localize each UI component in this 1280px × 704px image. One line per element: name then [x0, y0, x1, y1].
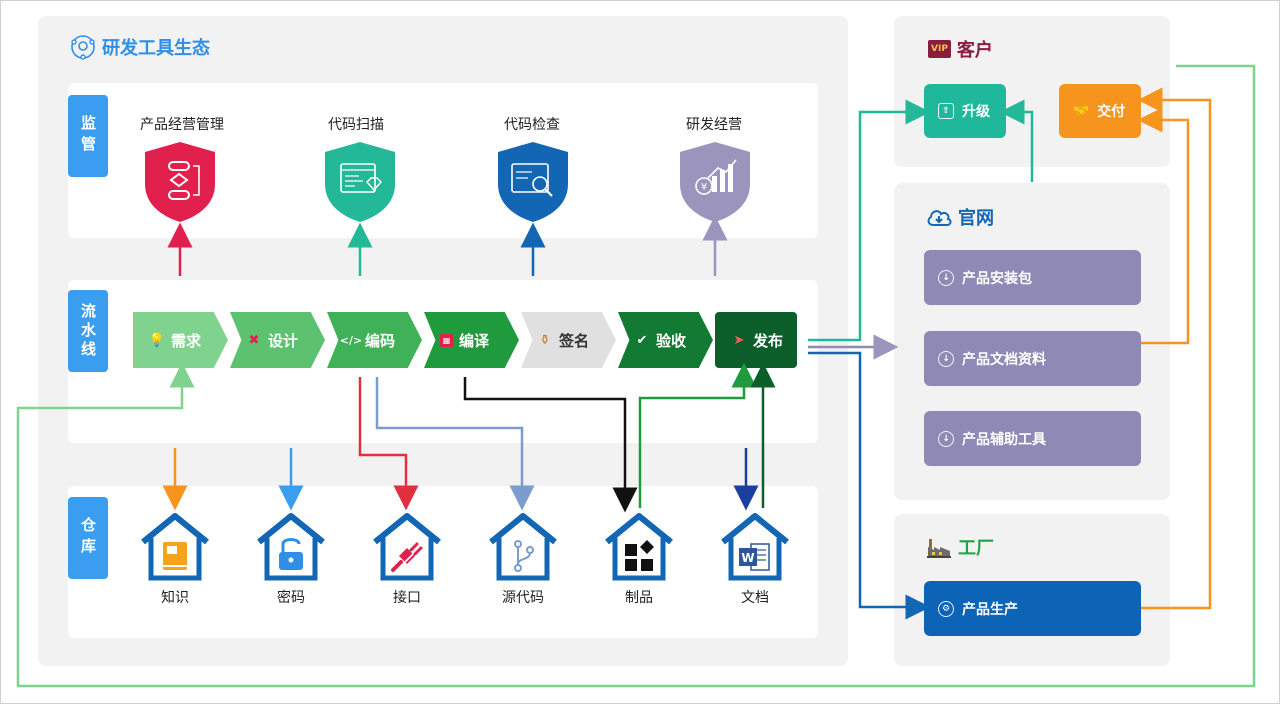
pipeline-step-coding[interactable]: </> 编码: [327, 312, 422, 368]
pipeline-step-requirement[interactable]: 💡 需求: [133, 312, 228, 368]
pipeline-label: 流水线: [68, 290, 108, 372]
compile-icon: ▦: [440, 333, 453, 347]
flowchart-icon[interactable]: [143, 140, 217, 224]
upgrade-label: 升级: [962, 104, 990, 120]
upgrade-icon: ⇧: [938, 103, 954, 119]
warehouse-label-knowledge: 知识: [161, 590, 189, 606]
lightbulb-icon: 💡: [148, 332, 166, 348]
svg-text:W: W: [741, 551, 754, 565]
supervision-label: 监管: [68, 95, 108, 177]
design-tools-icon: ✖: [248, 332, 260, 348]
aux-tools-label: 产品辅助工具: [962, 431, 1046, 448]
upgrade-button[interactable]: ⇧ 升级: [924, 84, 1006, 138]
download-icon: ↓: [938, 269, 954, 286]
shield-label-code-scan: 代码扫描: [328, 117, 384, 133]
shield-label-code-inspect: 代码检查: [504, 117, 560, 133]
warehouse-label-artifact: 制品: [625, 590, 653, 606]
pipeline-step-label: 编码: [365, 331, 396, 350]
warehouse-label-source-code: 源代码: [502, 590, 544, 606]
svg-text:¥: ¥: [701, 182, 707, 193]
warehouse-label-password: 密码: [277, 590, 305, 606]
installer-package-button[interactable]: ↓ 产品安装包: [924, 250, 1141, 305]
pipeline-step-label: 设计: [268, 331, 299, 350]
code-brackets-icon: </>: [339, 333, 363, 347]
website-title: 官网: [926, 204, 994, 230]
pipeline-step-compile[interactable]: ▦ 编译: [424, 312, 519, 368]
word-icon[interactable]: W: [717, 510, 793, 582]
download-icon: ↓: [938, 430, 954, 447]
pipeline-step-design[interactable]: ✖ 设计: [230, 312, 325, 368]
blocks-icon[interactable]: [601, 510, 677, 582]
pipeline-step-label: 编译: [459, 331, 490, 350]
cycle-gear-icon: ⚙: [938, 600, 954, 617]
ecosystem-title-text: 研发工具生态: [102, 38, 210, 59]
pipeline-step-signature[interactable]: ⚱ 签名: [521, 312, 616, 368]
padlock-icon[interactable]: [253, 510, 329, 582]
download-icon: ↓: [938, 350, 954, 367]
delivery-button[interactable]: 🤝 交付: [1059, 84, 1141, 138]
pipeline-label-text: 流水线: [79, 302, 97, 360]
finance-chart-icon[interactable]: ¥: [678, 140, 752, 224]
production-button[interactable]: ⚙ 产品生产: [924, 581, 1141, 636]
cloud-download-icon: [927, 210, 952, 226]
branch-icon[interactable]: [485, 510, 561, 582]
website-title-text: 官网: [958, 208, 994, 229]
warehouse-label-document: 文档: [741, 590, 769, 606]
pipeline-step-label: 验收: [656, 331, 687, 350]
pipeline-step-release[interactable]: ➤ 发布: [715, 312, 797, 368]
factory-title: 工厂: [926, 534, 994, 560]
pipeline-step-label: 发布: [753, 331, 784, 350]
pipeline-step-label: 签名: [559, 331, 590, 350]
warehouse-label-interface: 接口: [393, 590, 421, 606]
supervision-label-text: 监管: [79, 115, 97, 157]
ecosystem-icon: [71, 35, 95, 60]
installer-package-label: 产品安装包: [962, 270, 1032, 287]
handshake-icon: 🤝: [1073, 103, 1090, 119]
paper-plane-icon: ➤: [733, 332, 745, 348]
product-docs-button[interactable]: ↓ 产品文档资料: [924, 331, 1141, 386]
shield-label-product-management: 产品经营管理: [140, 117, 224, 133]
delivery-label: 交付: [1097, 104, 1126, 120]
book-icon[interactable]: [137, 510, 213, 582]
code-scan-icon[interactable]: [323, 140, 397, 224]
factory-icon: [927, 539, 951, 558]
pipeline-step-label: 需求: [171, 331, 202, 350]
plug-icon[interactable]: [369, 510, 445, 582]
factory-title-text: 工厂: [958, 538, 994, 559]
code-inspect-icon[interactable]: [496, 140, 570, 224]
ecosystem-title: 研发工具生态: [70, 34, 210, 60]
pipeline-step-acceptance[interactable]: ✔ 验收: [618, 312, 713, 368]
production-label: 产品生产: [962, 601, 1018, 618]
customer-title-text: 客户: [956, 40, 993, 61]
vip-icon: VIP: [928, 40, 951, 58]
aux-tools-button[interactable]: ↓ 产品辅助工具: [924, 411, 1141, 466]
check-shield-icon: ✔: [636, 332, 648, 348]
shield-label-rd-operations: 研发经营: [686, 117, 742, 133]
customer-title: VIP 客户: [928, 36, 993, 62]
warehouse-label: 仓库: [68, 497, 108, 579]
product-docs-label: 产品文档资料: [962, 351, 1046, 368]
stamp-icon: ⚱: [539, 332, 551, 348]
warehouse-label-text: 仓库: [79, 517, 97, 559]
